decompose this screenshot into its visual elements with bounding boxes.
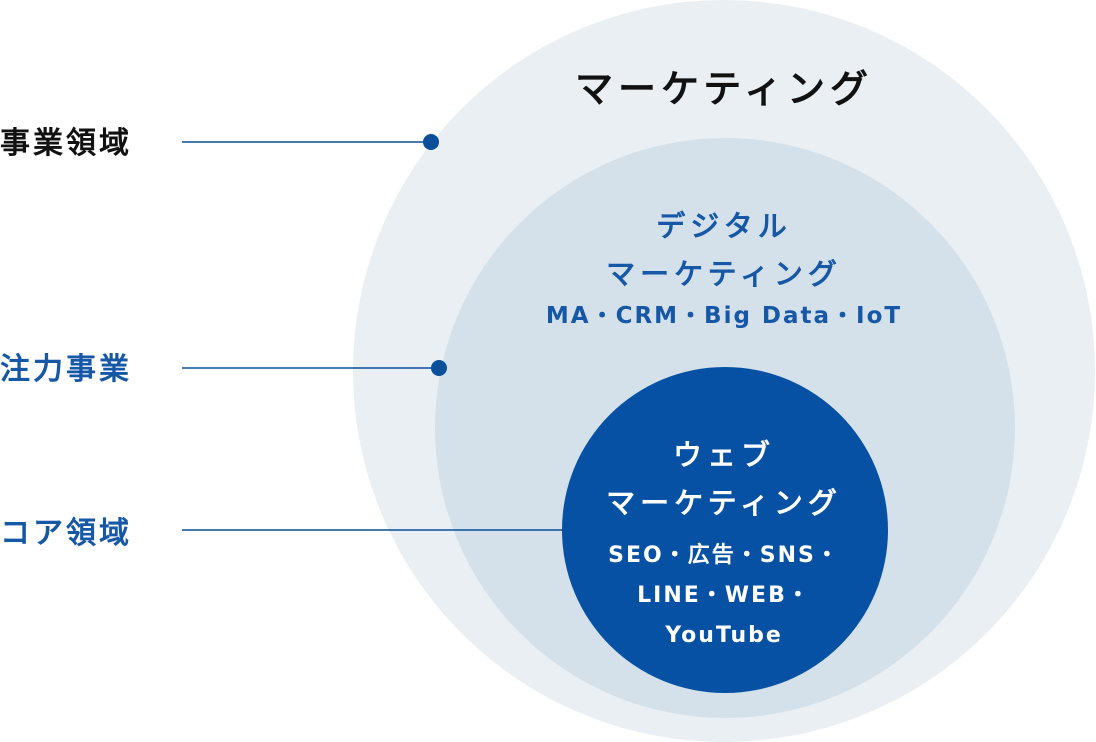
middle-title-line-1: デジタル (656, 209, 792, 243)
connector-dot-business (423, 134, 439, 150)
inner-circle-subtitle: SEO・広告・SNS・ LINE・WEB・ YouTube (608, 536, 840, 656)
inner-subtitle-line-2: LINE・WEB・ (637, 583, 811, 608)
label-core-area: コア領域 (0, 516, 132, 551)
label-focus-business: 注力事業 (0, 352, 132, 387)
middle-circle-title: デジタル マーケティング (606, 202, 842, 298)
inner-subtitle-line-3: YouTube (665, 623, 783, 648)
inner-circle-title: ウェブ マーケティング (606, 431, 842, 527)
inner-circle-web-marketing (562, 367, 888, 693)
inner-title-line-2: マーケティング (606, 486, 842, 520)
label-business-area: 事業領域 (0, 126, 132, 161)
middle-title-line-2: マーケティング (606, 257, 842, 291)
inner-title-line-1: ウェブ (672, 438, 775, 472)
middle-circle-subtitle: MA・CRM・Big Data・IoT (545, 303, 903, 329)
inner-subtitle-line-1: SEO・広告・SNS・ (608, 543, 840, 568)
outer-circle-title: マーケティング (575, 67, 873, 111)
connector-dot-focus (431, 360, 447, 376)
